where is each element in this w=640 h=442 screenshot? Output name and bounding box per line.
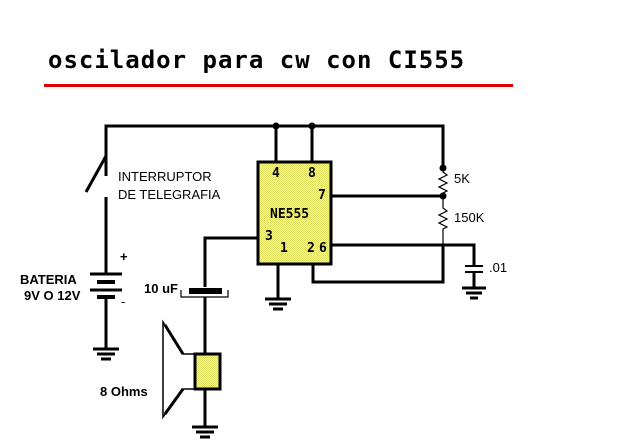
ground-icon	[462, 286, 486, 300]
switch-lever	[84, 155, 108, 193]
wire-pin6-loop	[311, 245, 445, 284]
resistor-5k-label: 5K	[454, 171, 470, 186]
battery-symbol	[90, 272, 122, 299]
pin-label-1: 1	[280, 241, 288, 256]
ic-name: NE555	[270, 207, 309, 222]
junction-dot	[439, 164, 447, 172]
wire-pin2-6	[331, 243, 476, 265]
battery-label-line2: 9V O 12V	[24, 288, 81, 303]
wire-pin3	[203, 236, 258, 287]
switch-label-line1: INTERRUPTOR	[118, 169, 212, 184]
switch-label-line2: DE TELEGRAFIA	[118, 187, 221, 202]
ground-icon	[93, 347, 119, 361]
junction-dot	[272, 122, 280, 130]
battery-label-line1: BATERIA	[20, 272, 77, 287]
battery-plus: +	[120, 249, 128, 264]
speaker-label: 8 Ohms	[100, 384, 148, 399]
pin-label-8: 8	[308, 166, 316, 181]
diagram-title: oscilador para cw con CI555	[48, 46, 466, 74]
pin-label-6: 6	[319, 241, 327, 256]
resistor-150k-label: 150K	[454, 210, 485, 225]
junction-dot	[308, 122, 316, 130]
battery-minus: -	[121, 294, 125, 309]
resistor-150k	[437, 196, 449, 264]
capacitor-10uf-label: 10 uF	[144, 281, 178, 296]
ic-ne555-body	[256, 160, 333, 266]
pin-label-7: 7	[318, 188, 326, 203]
title-underline	[44, 84, 513, 87]
pin-label-2: 2	[307, 241, 315, 256]
speaker-cone	[162, 319, 196, 420]
ground-icon	[265, 297, 291, 311]
capacitor-01-label: .01	[489, 260, 507, 275]
pin-label-4: 4	[272, 166, 280, 181]
speaker-coil	[193, 352, 222, 391]
resistor-5k	[437, 170, 449, 196]
ground-icon	[192, 425, 218, 439]
capacitor-10uf	[189, 288, 222, 294]
capacitor-01	[465, 265, 483, 273]
pin-label-3: 3	[265, 229, 273, 244]
